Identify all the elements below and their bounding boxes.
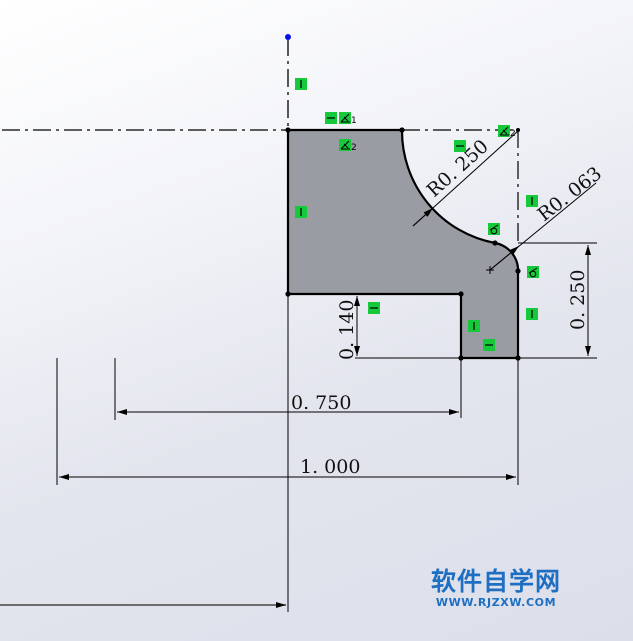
dimension-width-step-label[interactable]: 0. 750 [291, 392, 351, 414]
dimension-height-right[interactable]: 0. 250 [518, 242, 597, 359]
relation-vertical-icon[interactable] [468, 320, 480, 332]
relation-vertical-icon[interactable] [295, 78, 307, 90]
dimension-height-step[interactable]: 0. 140 [336, 296, 461, 360]
relation-coincident-icon[interactable]: 2 [498, 125, 516, 139]
relation-coincident-icon[interactable]: 2 [339, 139, 357, 153]
relation-horizontal-icon[interactable] [454, 140, 466, 152]
watermark-url: WWW.RJZXW.COM [435, 596, 557, 609]
watermark-title: 软件自学网 [430, 567, 561, 596]
dimension-width-step[interactable]: 0. 750 [117, 392, 459, 415]
extension-lines [56, 358, 519, 485]
sketch-profile[interactable] [286, 128, 520, 360]
svg-text:1: 1 [351, 116, 357, 126]
dimension-width-total[interactable]: 1. 000 [59, 456, 516, 480]
dimension-radius-small-label[interactable]: R0. 063 [534, 163, 606, 226]
relation-vertical-icon[interactable] [295, 206, 307, 218]
relation-horizontal-icon[interactable] [368, 302, 380, 314]
dimension-height-step-label[interactable]: 0. 140 [336, 300, 358, 360]
relation-vertical-icon[interactable] [526, 308, 538, 320]
svg-text:2: 2 [510, 129, 516, 139]
centerlines [2, 38, 519, 244]
relation-tangent-icon[interactable] [488, 223, 500, 235]
dimension-height-right-label[interactable]: 0. 250 [567, 270, 589, 330]
dimension-width-total-label[interactable]: 1. 000 [300, 456, 360, 478]
relation-vertical-icon[interactable] [526, 195, 538, 207]
relation-tangent-icon[interactable] [527, 266, 539, 278]
relation-coincident-icon[interactable]: 1 [339, 112, 357, 126]
svg-text:2: 2 [351, 143, 357, 153]
watermark: 软件自学网 WWW.RJZXW.COM [420, 567, 572, 610]
origin-point[interactable] [285, 34, 291, 40]
relation-horizontal-icon[interactable] [325, 112, 337, 124]
relation-horizontal-icon[interactable] [483, 339, 495, 351]
